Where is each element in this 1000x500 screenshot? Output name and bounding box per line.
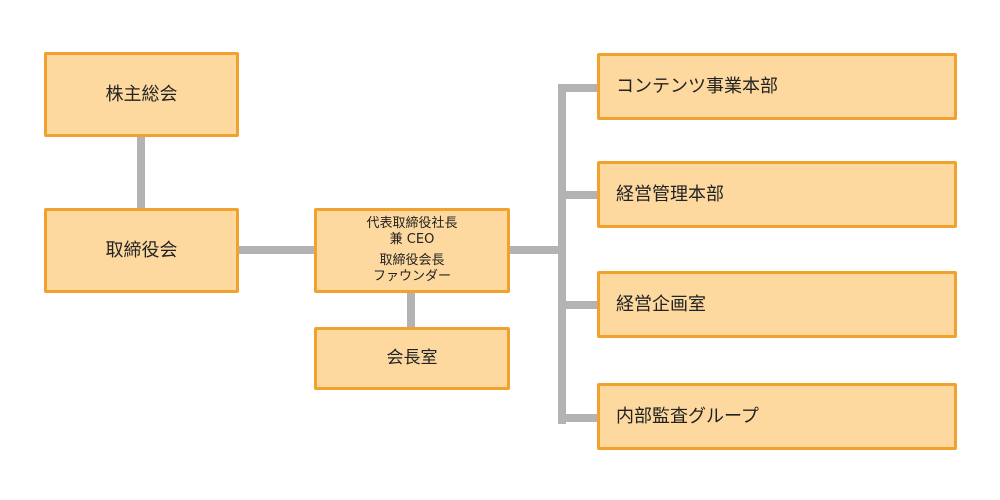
connector-shareholders-board [137,135,145,210]
shareholders-meeting-label: 株主総会 [105,83,178,105]
department-label: コンテンツ事業本部 [616,75,778,97]
connector-department-1 [558,84,600,92]
board-of-directors-box: 取締役会 [44,208,239,293]
board-of-directors-label: 取締役会 [105,239,178,261]
chairman-title-line: 取締役会長 [379,252,445,268]
ceo-role-line: 兼 CEO [389,232,435,248]
connector-ceo-chairman-office [407,291,415,329]
department-label: 経営企画室 [616,293,706,315]
department-box-corporate-planning: 経営企画室 [597,271,957,338]
connector-department-2 [558,191,600,199]
department-box-internal-audit: 内部監査グループ [597,383,957,450]
founder-line: ファウンダー [372,268,451,284]
department-label: 内部監査グループ [616,405,759,427]
shareholders-meeting-box: 株主総会 [44,52,239,137]
chairman-office-box: 会長室 [314,327,510,390]
connector-department-3 [558,301,600,309]
department-label: 経営管理本部 [616,183,724,205]
connector-board-ceo [238,246,316,254]
connector-department-4 [558,414,600,422]
ceo-box: 代表取締役社長 兼 CEO 取締役会長 ファウンダー [314,208,510,293]
ceo-title-line: 代表取締役社長 [366,216,458,231]
connector-ceo-trunk [508,246,562,254]
department-box-content-business: コンテンツ事業本部 [597,53,957,120]
department-box-management: 経営管理本部 [597,161,957,228]
connector-departments-vertical [558,84,566,424]
chairman-office-label: 会長室 [386,348,438,369]
